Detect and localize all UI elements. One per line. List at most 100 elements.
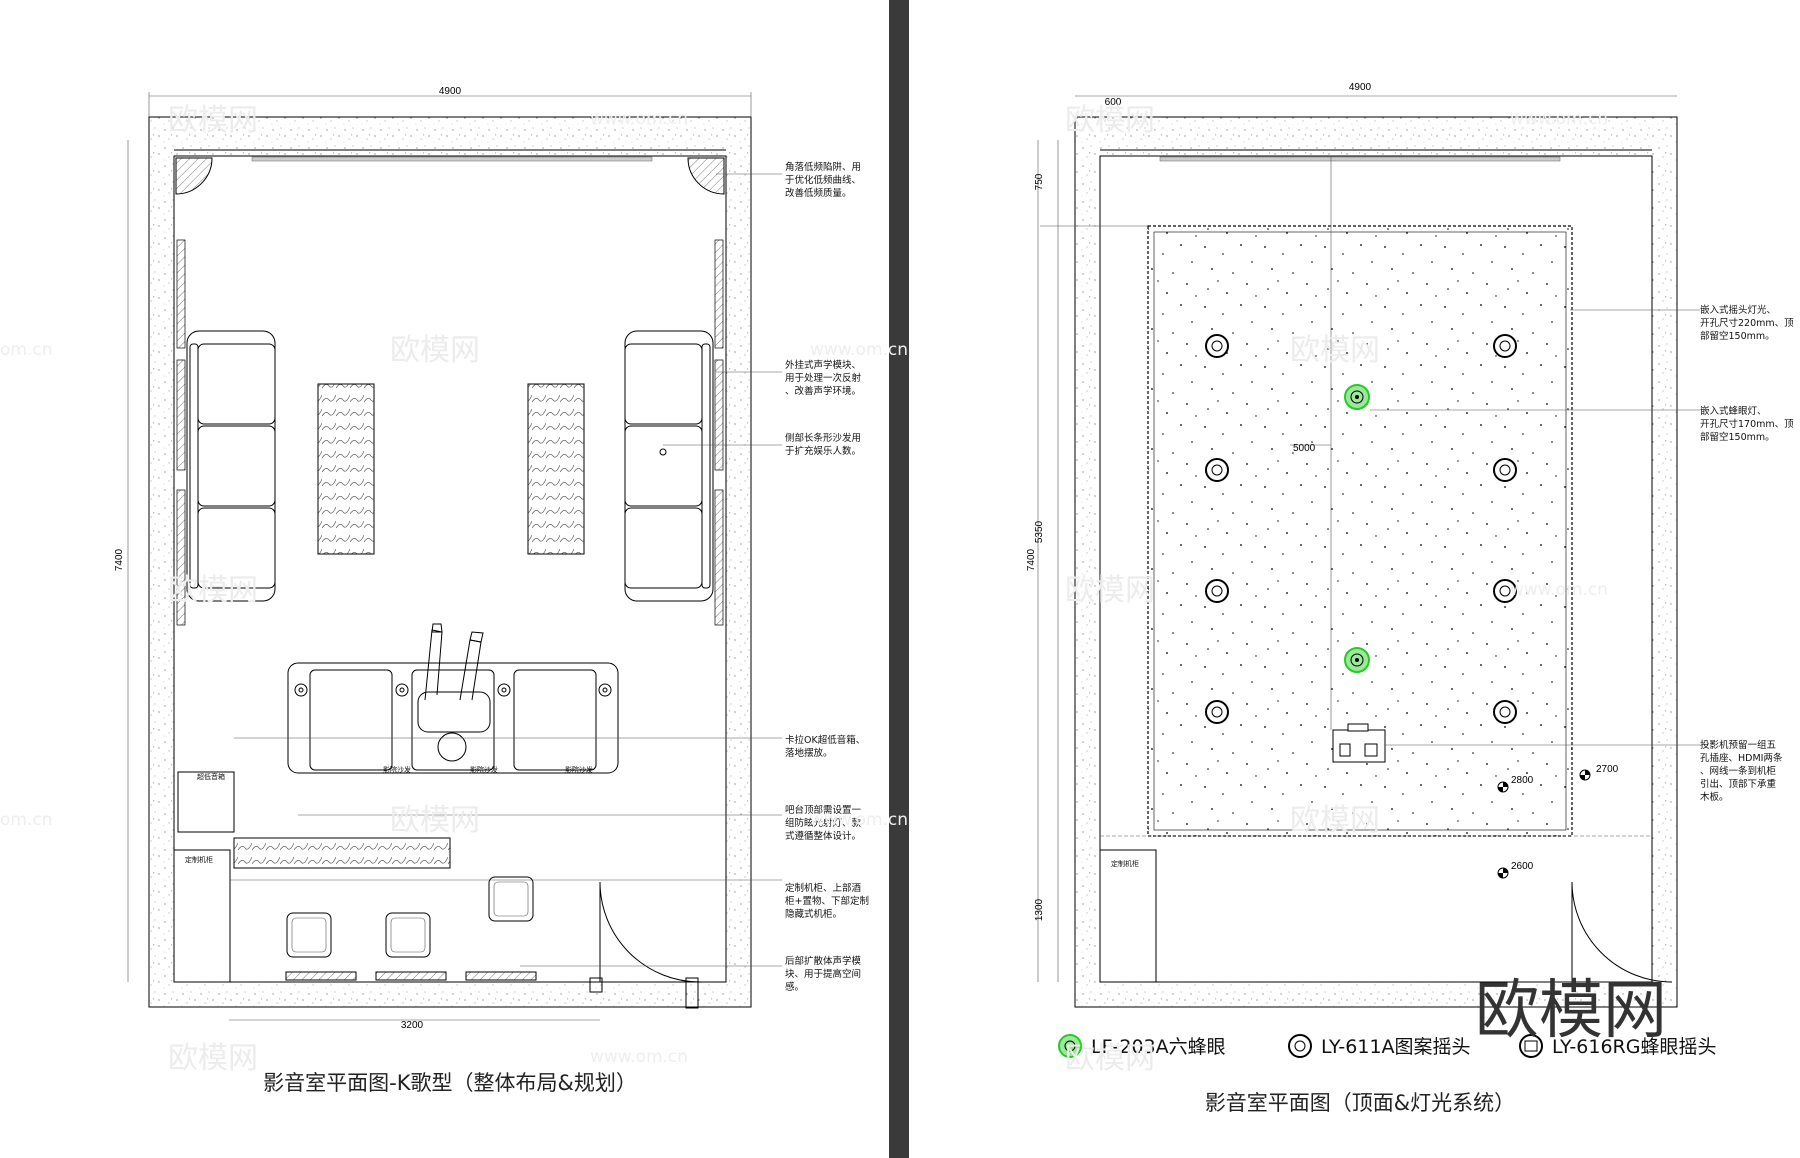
sofa-label: 影院沙发 (470, 765, 498, 774)
annotation-note: 嵌入式蜂眼灯、开孔尺寸170mm、顶部留空150mm。 (1700, 405, 1794, 443)
room-walls (148, 116, 752, 1008)
rug-left (317, 383, 375, 555)
svg-text:欧模网: 欧模网 (390, 803, 480, 838)
svg-text:欧模网: 欧模网 (1290, 333, 1380, 368)
annotation-note: 角落低频陷阱、用于优化低频曲线、改善低频质量。 (785, 161, 861, 199)
dim-height: 7400 (114, 548, 125, 571)
moving-head-light (1205, 458, 1229, 482)
svg-text:欧模网: 欧模网 (1065, 103, 1155, 138)
annotation-note: 卡拉OK超低音箱、落地摆放。 (785, 734, 865, 759)
moving-head-light (1205, 700, 1229, 724)
leader-lines (230, 173, 782, 967)
right-plan-title: 影音室平面图（顶面&灯光系统） (1205, 1091, 1515, 1115)
projector (1332, 723, 1386, 763)
rug-right (527, 383, 585, 555)
rear-diffusers (285, 971, 537, 981)
level-2700: 2700 (1596, 764, 1619, 775)
svg-text:欧模网: 欧模网 (390, 333, 480, 368)
dim-width: 4900 (439, 86, 462, 97)
moving-head-light (1205, 579, 1229, 603)
moving-head-light (1493, 458, 1517, 482)
svg-text:www.om.cn: www.om.cn (810, 810, 908, 830)
right-notes: 嵌入式摇头灯光、开孔尺寸220mm、顶部留空150mm。嵌入式蜂眼灯、开孔尺寸1… (1700, 304, 1794, 803)
sofa-label: 影院沙发 (565, 765, 593, 774)
dim-center: 5000 (1293, 443, 1316, 454)
side-sofa-left (186, 330, 276, 602)
annotation-note: 定制机柜、上部酒柜+置物、下部定制隐藏式机柜。 (785, 882, 869, 920)
green-honeycomb-light-icon (1058, 1034, 1082, 1058)
dim-height: 7400 (1026, 548, 1037, 571)
annotation-note: 外挂式声学模块、用于处理一次反射、改善声学环境。 (785, 359, 862, 397)
person-figure (417, 623, 491, 762)
side-sofa-right (624, 330, 714, 602)
svg-text:www.om.cn: www.om.cn (590, 109, 688, 129)
moving-head-light (1493, 579, 1517, 603)
honeycomb-moving-head-icon (1519, 1034, 1543, 1058)
svg-text:www.om.cn: www.om.cn (810, 340, 908, 360)
level-2800: 2800 (1511, 775, 1534, 786)
side-acoustic-panels (176, 239, 724, 626)
legend-label: LY-611A图案摇头 (1321, 1036, 1471, 1058)
dim-mid: 5350 (1034, 520, 1045, 543)
annotation-note: 投影机预留一组五孔插座、HDMI两条、网线一条到机柜引出、顶部下承重木板。 (1700, 739, 1783, 803)
annotation-note: 吧台顶部需设置一组防眩光射灯、款式遵循整体设计。 (785, 804, 862, 842)
dim-bottom: 1300 (1034, 898, 1045, 921)
door (1571, 881, 1673, 983)
room-walls (1074, 116, 1678, 1008)
moving-head-light-icon (1288, 1034, 1312, 1058)
left-floor-plan: 4900 7400 3200 (114, 86, 869, 1095)
svg-text:欧模网: 欧模网 (1065, 573, 1155, 608)
cabinet-label: 定制机柜 (1111, 859, 1139, 868)
legend-label: LF-203A六蜂眼 (1091, 1036, 1226, 1058)
moving-head-light (1493, 334, 1517, 358)
svg-text:欧模网: 欧模网 (168, 103, 258, 138)
screen (1159, 156, 1561, 162)
moving-head-light (1493, 700, 1517, 724)
subwoofer (177, 771, 235, 833)
dim-offset: 600 (1105, 97, 1122, 108)
stool (488, 876, 534, 922)
subwoofer-label: 超低音箱 (197, 772, 225, 781)
svg-text:www.om.cn: www.om.cn (1510, 109, 1608, 129)
svg-text:www.om.cn: www.om.cn (590, 1047, 688, 1067)
level-marks: 2800 2700 2600 (1497, 764, 1619, 879)
honeycomb-light (1344, 384, 1370, 410)
dim-width: 4900 (1349, 82, 1372, 93)
dim-top: 750 (1034, 173, 1045, 190)
watermarks: 欧模网 www.om.cn 欧模网 www.om.cn 欧模网 om.cn 欧模… (0, 103, 1667, 1076)
dim-bottom: 3200 (401, 1020, 424, 1031)
door (599, 881, 701, 983)
custom-cabinet (1099, 849, 1157, 983)
cinema-seats: 影院沙发 影院沙发 影院沙发 (287, 662, 619, 774)
leader-lines (1370, 309, 1700, 746)
annotation-note: 嵌入式摇头灯光、开孔尺寸220mm、顶部留空150mm。 (1700, 304, 1794, 342)
level-2600: 2600 (1511, 861, 1534, 872)
annotation-note: 后部扩散体声学模块、用于提高空间感。 (785, 955, 862, 993)
bar-counter (233, 837, 451, 869)
moving-head-light (1205, 334, 1229, 358)
moving-head-lights (1205, 334, 1517, 724)
svg-text:www.om.cn: www.om.cn (1510, 580, 1608, 600)
left-plan-title: 影音室平面图-K歌型（整体布局&规划） (263, 1071, 637, 1095)
legend: LF-203A六蜂眼 LY-611A图案摇头 LY-616RG蜂眼摇头 (1058, 1034, 1716, 1058)
stool (286, 912, 332, 958)
bass-trap-left (175, 157, 213, 195)
right-ceiling-plan: 4900 600 750 5350 1300 7400 5000 (1026, 82, 1794, 1115)
bass-trap-right (687, 157, 725, 195)
svg-text:欧模网: 欧模网 (168, 1041, 258, 1076)
sofa-label: 影院沙发 (383, 765, 411, 774)
svg-text:om.cn: om.cn (0, 340, 53, 360)
brand-watermark: 欧模网 (1475, 974, 1667, 1048)
sheet-divider (889, 0, 909, 1158)
svg-text:om.cn: om.cn (0, 810, 53, 830)
annotation-note: 侧部长条形沙发用于扩充娱乐人数。 (785, 432, 861, 457)
svg-text:欧模网: 欧模网 (168, 573, 258, 608)
screen (251, 156, 653, 162)
left-notes: 角落低频陷阱、用于优化低频曲线、改善低频质量。外挂式声学模块、用于处理一次反射、… (785, 161, 869, 993)
svg-text:欧模网: 欧模网 (1065, 1041, 1155, 1076)
stool (385, 912, 431, 958)
legend-label: LY-616RG蜂眼摇头 (1552, 1036, 1716, 1058)
honeycomb-light (1344, 647, 1370, 673)
